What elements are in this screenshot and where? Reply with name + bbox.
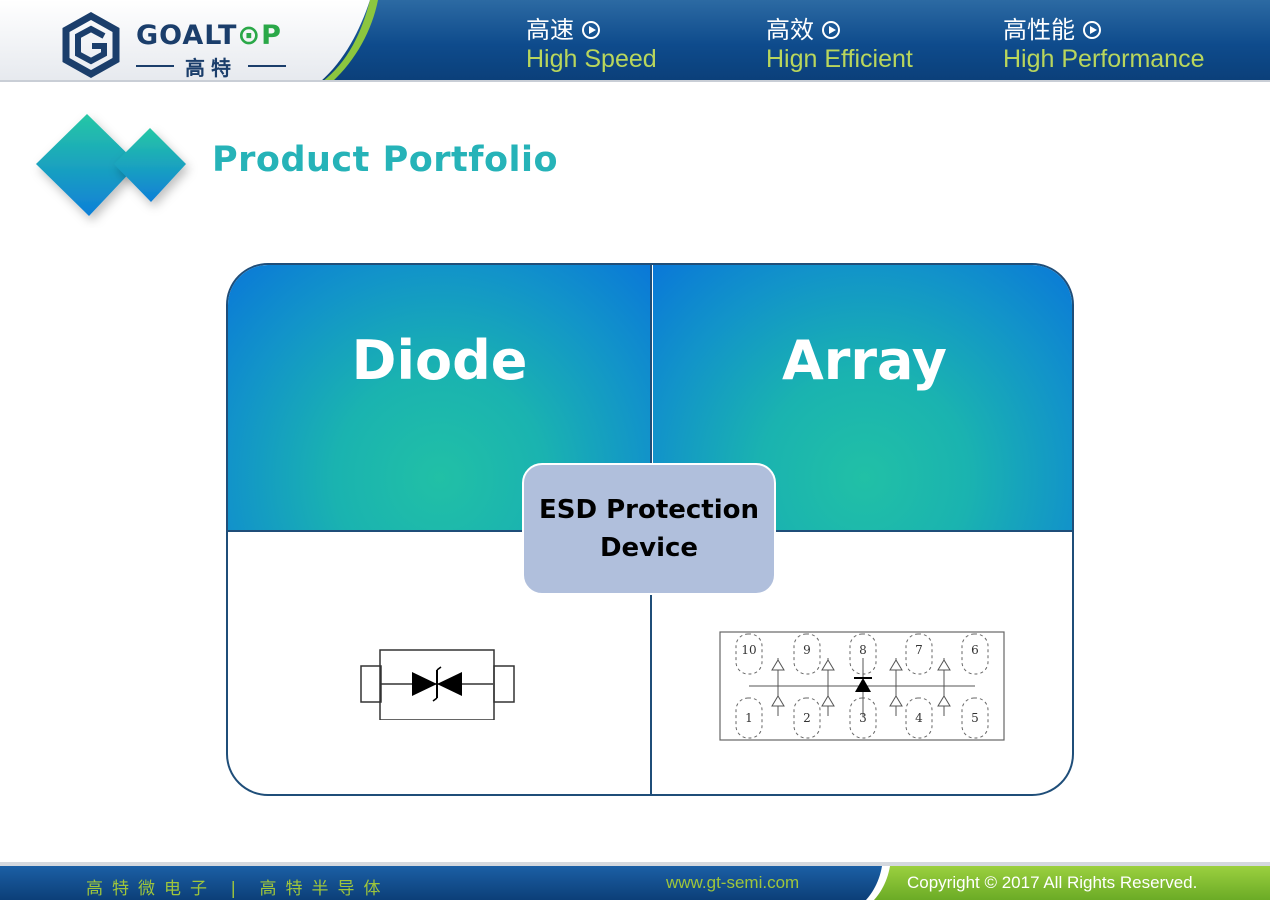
diode-symbol-icon [360, 649, 515, 720]
array-pin-label: 8 [859, 643, 867, 657]
array-label: Array [781, 329, 948, 392]
array-pin-label: 4 [915, 711, 923, 725]
footer-company-name: 高特微电子 | 高特半导体 [86, 879, 390, 899]
array-pin-label: 2 [803, 711, 811, 725]
array-pin-label: 7 [915, 643, 923, 657]
diamond-decoration-icon [36, 114, 186, 216]
esd-protection-device-box[interactable]: ESD Protection Device [522, 463, 776, 595]
slogan-en: Hign Efficient [766, 45, 913, 73]
slogan-en: High Performance [1003, 45, 1205, 73]
slogan-cn: 高效 [766, 16, 814, 44]
diode-label: Diode [351, 329, 528, 392]
array-schematic-icon: 10 9 8 7 6 1 2 3 4 5 [719, 631, 1005, 741]
slogan-high-speed: 高速 High Speed [526, 16, 657, 74]
array-pin-label: 9 [803, 643, 811, 657]
play-circle-icon [582, 21, 600, 39]
slogan-cn: 高速 [526, 16, 574, 44]
slogan-cn: 高性能 [1003, 16, 1075, 44]
slogan-high-performance: 高性能 High Performance [1003, 16, 1204, 74]
slogan-en: High Speed [526, 45, 657, 73]
play-circle-icon [822, 21, 840, 39]
footer-website-link[interactable]: www.gt-semi.com [666, 873, 800, 892]
footer-bar [0, 862, 1270, 900]
footer-copyright: Copyright © 2017 All Rights Reserved. [907, 873, 1198, 892]
logo-chinese-name: 高特 [136, 52, 286, 81]
play-circle-icon [1083, 21, 1101, 39]
array-pin-label: 3 [859, 711, 867, 725]
logo-wordmark: GOALT⊙P [136, 20, 282, 51]
page-title: Product Portfolio [212, 140, 559, 180]
header-bar: GOALT⊙P 高特 高速 High Speed 高效 Hign Efficie… [0, 0, 1270, 82]
array-pin-label: 10 [741, 643, 756, 657]
array-pin-label: 5 [971, 711, 979, 725]
logo-emblem-icon [62, 12, 120, 78]
array-pin-label: 6 [971, 643, 979, 657]
slogan-high-efficient: 高效 Hign Efficient [766, 16, 913, 74]
array-pin-label: 1 [745, 711, 753, 725]
company-logo[interactable]: GOALT⊙P 高特 [58, 12, 298, 81]
